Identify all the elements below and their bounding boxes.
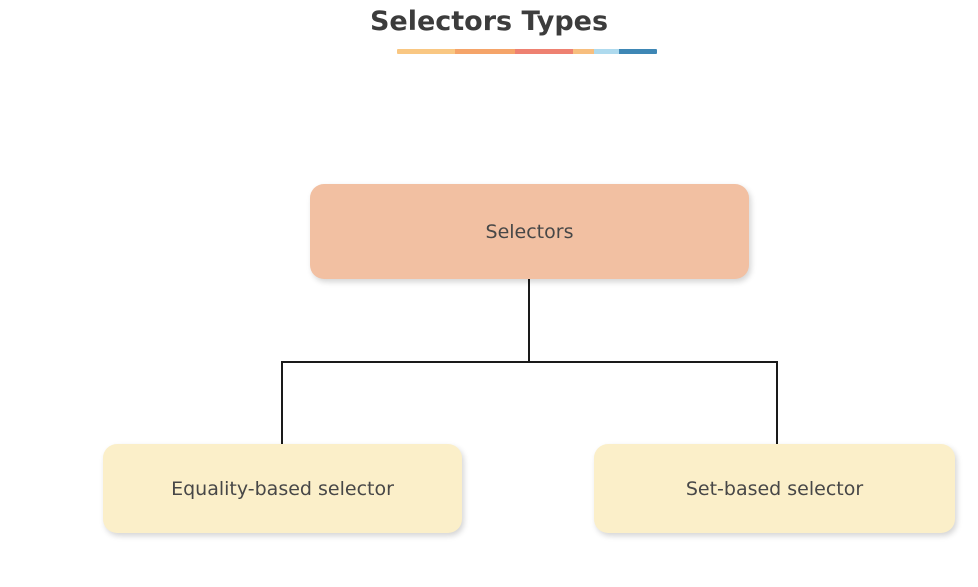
title-underline-bar xyxy=(397,49,657,54)
node-equality-based-selector-label: Equality-based selector xyxy=(171,477,394,500)
connector-drop-right xyxy=(776,361,778,445)
connector-drop-left xyxy=(281,361,283,445)
node-equality-based-selector[interactable]: Equality-based selector xyxy=(103,444,462,533)
node-set-based-selector-label: Set-based selector xyxy=(685,477,864,500)
connector-horizontal-bus xyxy=(281,361,778,363)
underline-segment-4 xyxy=(573,49,594,54)
connector-root-stem xyxy=(528,279,530,363)
node-selectors[interactable]: Selectors xyxy=(310,184,749,279)
underline-segment-6 xyxy=(619,49,657,54)
page-title: Selectors Types xyxy=(369,6,609,37)
node-selectors-label: Selectors xyxy=(485,220,574,243)
underline-segment-1 xyxy=(397,49,455,54)
title-block: Selectors Types xyxy=(0,0,978,42)
underline-segment-5 xyxy=(594,49,619,54)
node-set-based-selector[interactable]: Set-based selector xyxy=(594,444,955,533)
underline-segment-2 xyxy=(455,49,515,54)
underline-segment-3 xyxy=(515,49,573,54)
